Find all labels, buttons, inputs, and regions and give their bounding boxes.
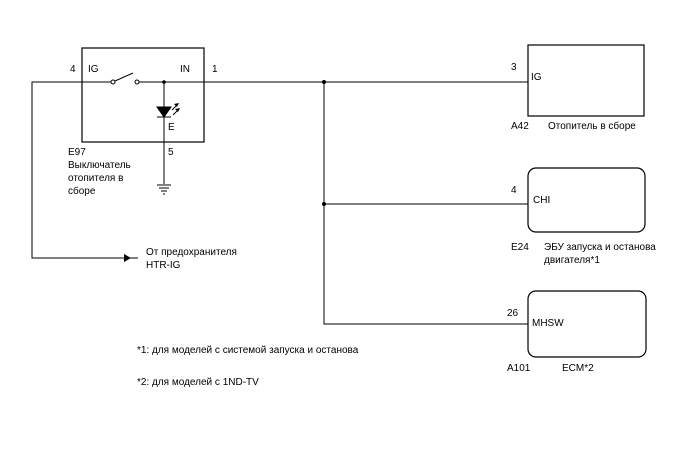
switch-contact-left bbox=[110, 79, 116, 85]
ig-feed-wire bbox=[31, 81, 138, 259]
switch-pin-in: 1 bbox=[212, 64, 218, 75]
bus-junction-mid bbox=[322, 202, 326, 206]
heater-label-ig: IG bbox=[531, 72, 542, 83]
switch-lever bbox=[114, 72, 134, 82]
engine-ecu-label-chi: CHI bbox=[533, 195, 550, 206]
heater-name: Отопитель в сборе bbox=[548, 120, 636, 132]
switch-pin-ig: 4 bbox=[70, 64, 76, 75]
footnote-1: *1: для моделей с системой запуска и ост… bbox=[137, 345, 359, 356]
heater-switch-box bbox=[81, 47, 205, 143]
heater-switch: 4 IG IN 1 E 5 E97 Выключател bbox=[68, 47, 218, 197]
engine-ecu-box bbox=[527, 167, 646, 233]
bus-junction-top bbox=[322, 80, 326, 84]
engine-ecu-pin: 4 bbox=[511, 185, 517, 196]
engine-start-stop-ecu: 4 CHI E24 ЭБУ запуска и останова двигате… bbox=[511, 167, 656, 266]
led-label: E bbox=[168, 122, 175, 133]
fuse-line-1: От предохранителя bbox=[146, 247, 237, 258]
switch-name-line-3: сборе bbox=[68, 185, 96, 197]
switch-label-ig: IG bbox=[88, 64, 99, 75]
switch-pin-ground: 5 bbox=[168, 147, 174, 158]
indicator-led-icon bbox=[156, 103, 180, 118]
heater-box bbox=[527, 44, 645, 117]
heater-connector-id: A42 bbox=[511, 121, 529, 132]
switch-connector-id: E97 bbox=[68, 147, 86, 158]
engine-ecu-name-line-2: двигателя*1 bbox=[544, 255, 600, 266]
engine-ecu-connector-id: E24 bbox=[511, 242, 529, 253]
fuse-line-2: HTR-IG bbox=[146, 260, 181, 271]
footnote-2: *2: для моделей с 1ND-TV bbox=[137, 377, 259, 388]
ecm-label-mhsw: MHSW bbox=[532, 318, 564, 329]
ecm-name: ECM*2 bbox=[562, 363, 594, 374]
ecm-pin: 26 bbox=[507, 308, 519, 319]
ground-icon bbox=[157, 184, 171, 195]
fuse-arrow-icon bbox=[124, 254, 131, 262]
heater-pin: 3 bbox=[511, 62, 517, 73]
ecm-box bbox=[527, 290, 647, 358]
switch-name-line-2: отопителя в bbox=[68, 173, 123, 184]
switch-name-line-1: Выключатель bbox=[68, 160, 131, 171]
ecm: 26 MHSW A101 ECM*2 bbox=[507, 290, 647, 374]
bus-wire bbox=[323, 82, 528, 325]
engine-ecu-name-line-1: ЭБУ запуска и останова bbox=[544, 242, 656, 253]
ecm-connector-id: A101 bbox=[507, 363, 531, 374]
heater-assembly: 3 IG A42 Отопитель в сборе bbox=[511, 44, 645, 132]
switch-label-in: IN bbox=[180, 64, 190, 75]
